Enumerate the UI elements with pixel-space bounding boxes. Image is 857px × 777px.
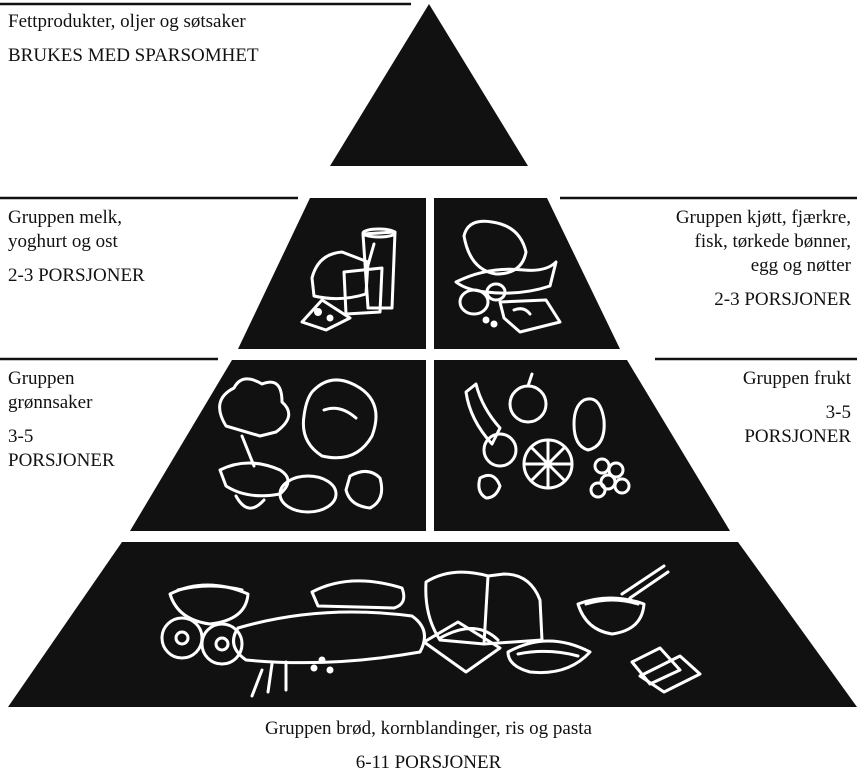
vegetables-group-servings-2: PORSJONER (8, 450, 115, 471)
grains-group-label: Gruppen brød, kornblandinger, ris og pas… (0, 717, 857, 775)
vegetables-group-servings-1: 3-5 (8, 426, 34, 447)
vegetables-group-name-2: grønnsaker (8, 392, 93, 413)
dairy-group-name-2: yoghurt og ost (8, 231, 118, 252)
top-group-name: Fettprodukter, oljer og søtsaker (8, 11, 246, 32)
fruit-group-label: Gruppen frukt 3-5 PORSJONER (743, 367, 851, 449)
vegetables-group-name-1: Gruppen (8, 368, 75, 389)
fruit-group-name: Gruppen frukt (742, 368, 851, 389)
meat-group-name-2: fisk, tørkede bønner, (694, 231, 851, 252)
meat-group-label: Gruppen kjøtt, fjærkre, fisk, tørkede bø… (676, 206, 851, 312)
meat-group-servings: 2-3 PORSJONER (714, 289, 851, 310)
meat-group-name-3: egg og nøtter (750, 255, 851, 276)
dairy-group-label: Gruppen melk, yoghurt og ost 2-3 PORSJON… (8, 206, 145, 288)
vegetables-icon (218, 377, 384, 514)
fruit-group-servings-2: PORSJONER (744, 426, 851, 447)
meat-icon (454, 219, 562, 334)
meat-group-name-1: Gruppen kjøtt, fjærkre, (675, 207, 851, 228)
vegetables-group-label: Gruppen grønnsaker 3-5 PORSJONER (8, 367, 115, 473)
grains-group-name: Gruppen brød, kornblandinger, ris og pas… (265, 718, 592, 739)
fruit-group-servings-1: 3-5 (825, 402, 851, 423)
top-group-servings: BRUKES MED SPARSOMHET (8, 45, 259, 66)
meat-block (434, 198, 620, 349)
dairy-group-name-1: Gruppen melk, (8, 207, 122, 228)
grains-group-servings: 6-11 PORSJONER (355, 752, 502, 773)
dairy-group-servings: 2-3 PORSJONER (8, 265, 145, 286)
fats-block (330, 4, 528, 166)
fruit-icon (464, 372, 631, 500)
bread-icon (160, 564, 702, 698)
vegetables-block (130, 360, 426, 531)
dairy-icon (300, 227, 397, 332)
top-group-label: Fettprodukter, oljer og søtsaker BRUKES … (8, 10, 259, 68)
